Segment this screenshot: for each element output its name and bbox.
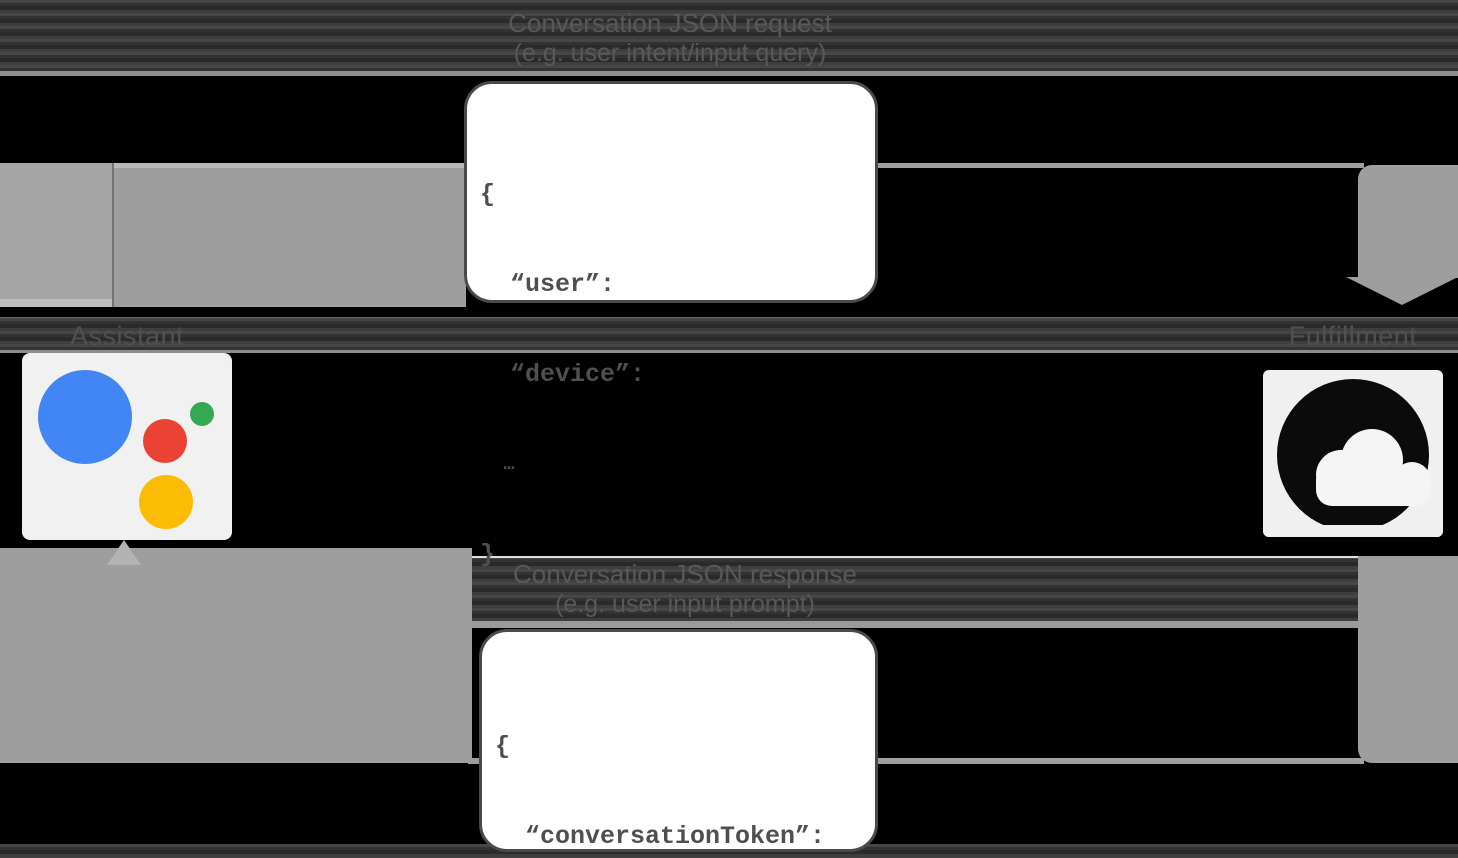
request-code-line: { <box>480 180 496 209</box>
cloud-icon <box>1277 379 1431 531</box>
assistant-logo-red-circle <box>143 419 187 463</box>
request-label-band <box>0 0 1458 76</box>
response-arrow-tail <box>1358 556 1458 763</box>
response-label-line2: (e.g. user input prompt) <box>555 590 815 618</box>
request-code-line: } <box>480 540 496 569</box>
fulfillment-tile <box>1263 370 1443 537</box>
request-arrow-line <box>464 163 1364 168</box>
request-arrow-start-cap <box>0 163 114 307</box>
request-code-ellipsis: … <box>480 455 516 475</box>
request-code-line: “device”: <box>480 360 646 389</box>
actor-label-band <box>0 317 1458 353</box>
request-flow-label: Conversation JSON request (e.g. user int… <box>370 8 970 68</box>
response-arrow-line <box>468 758 1364 764</box>
assistant-logo-blue-circle <box>38 370 132 464</box>
response-arrow-body <box>0 548 472 763</box>
assistant-logo-yellow-circle <box>139 475 193 529</box>
response-label-line1: Conversation JSON response <box>513 559 857 589</box>
response-flow-label: Conversation JSON response (e.g. user in… <box>385 559 985 619</box>
cloud-base <box>1316 476 1431 506</box>
assistant-logo-green-circle <box>190 402 214 426</box>
response-label-band <box>464 556 1360 628</box>
fulfillment-label: Fulfillment <box>1288 321 1418 351</box>
request-arrow-tail <box>0 163 466 307</box>
request-arrow-elbow <box>1358 165 1458 278</box>
cloud-disc-flat-bottom <box>1263 525 1443 537</box>
request-json-box: { “user”: “device”: … } <box>464 81 878 569</box>
response-json-box: { “conversationToken”: “userStorage”: … … <box>479 629 878 852</box>
response-code-line: { <box>495 732 511 761</box>
request-code-line: “user”: <box>480 270 616 299</box>
assistant-tile <box>22 353 232 540</box>
response-code-line: “conversationToken”: <box>495 822 826 851</box>
request-label-line2: (e.g. user intent/input query) <box>513 39 827 67</box>
request-label-line1: Conversation JSON request <box>508 8 832 38</box>
request-arrowhead-down-icon <box>1346 277 1458 305</box>
assistant-label: Assistant <box>69 321 185 351</box>
